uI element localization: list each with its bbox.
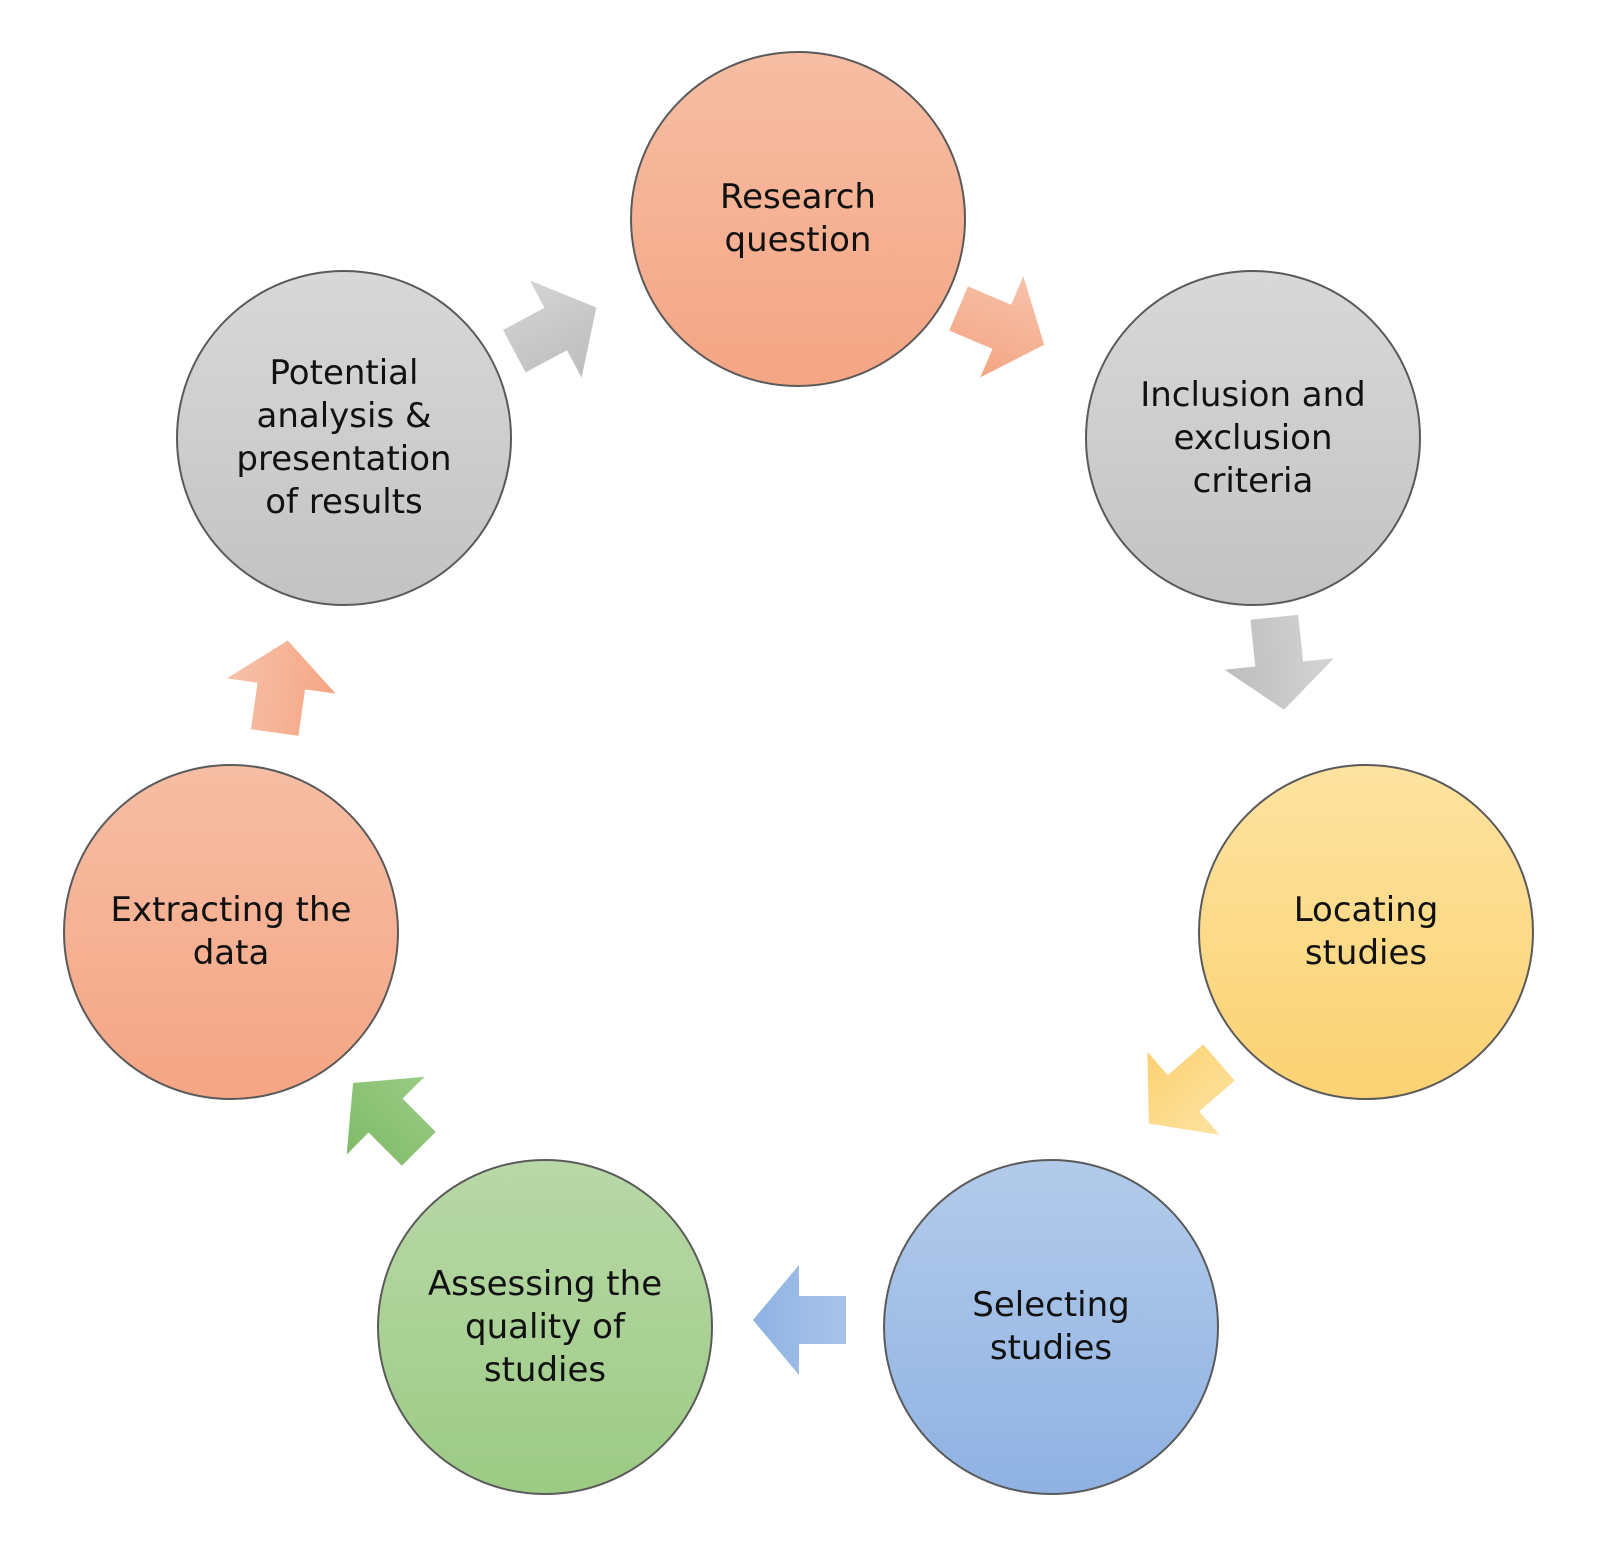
node-label: Locating studies — [1293, 890, 1439, 973]
arrow-potential-to-research — [488, 258, 623, 400]
node-label: Research question — [720, 177, 876, 260]
node-label: Selecting studies — [972, 1285, 1130, 1368]
arrow-assessing-to-extracting — [314, 1044, 458, 1188]
arrow-locating-to-selecting — [1112, 1020, 1256, 1165]
node-inclusion-exclusion-criteria: Inclusion and exclusion criteria — [1085, 270, 1421, 606]
node-label: Assessing the quality of studies — [427, 1263, 663, 1390]
arrow-extracting-to-potential — [220, 632, 343, 741]
node-locating-studies: Locating studies — [1198, 764, 1534, 1100]
arrow-inclusion-to-locating — [1219, 611, 1339, 716]
arrow-selecting-to-assessing — [753, 1265, 846, 1375]
node-label: Inclusion and exclusion criteria — [1140, 374, 1366, 501]
node-potential-analysis: Potential analysis & presentation of res… — [176, 270, 512, 606]
node-selecting-studies: Selecting studies — [883, 1159, 1219, 1495]
node-label: Extracting the data — [110, 890, 352, 973]
node-research-question: Research question — [630, 51, 966, 387]
node-extracting-data: Extracting the data — [63, 764, 399, 1100]
node-label: Potential analysis & presentation of res… — [236, 353, 452, 522]
arrow-research-to-inclusion — [937, 257, 1066, 396]
node-assessing-quality: Assessing the quality of studies — [377, 1159, 713, 1495]
